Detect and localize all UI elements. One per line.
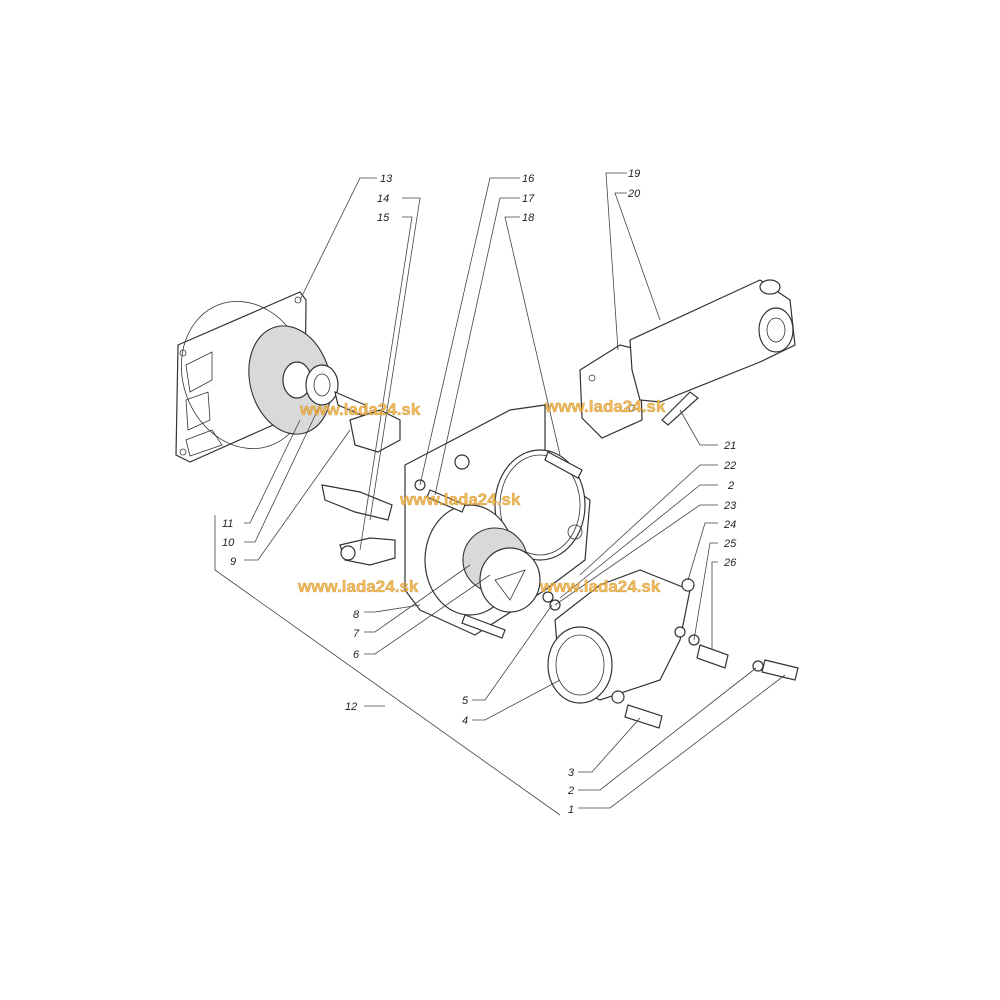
callout-15: 15 [377,212,390,224]
watermark: www.lada24.sk [539,577,661,596]
callout-10: 10 [222,537,235,549]
leader-lines [214,172,786,816]
callout-20: 20 [627,188,641,200]
callout-16: 16 [522,173,535,185]
callout-14: 14 [377,193,389,205]
callout-18: 18 [522,212,535,224]
watermark: www.lada24.sk [544,397,666,416]
watermark: www.lada24.sk [299,400,421,419]
callout-7: 7 [353,628,360,640]
callout-8: 8 [353,609,360,621]
callout-4: 4 [462,715,468,727]
callout-24: 24 [723,519,736,531]
callout-3: 3 [568,767,575,779]
callout-23: 23 [723,500,737,512]
sensor-parts-14-15 [321,484,396,566]
callout-12: 12 [345,701,357,713]
callout-2-upper: 2 [727,480,734,492]
impeller-parts-9-11 [248,325,401,453]
cover-parts-1-5-22-26 [542,569,799,729]
pipe-parts-19-20 [579,279,796,439]
callout-1: 1 [568,804,574,816]
callout-9: 9 [230,556,236,568]
callout-21: 21 [723,440,736,452]
callout-22: 22 [723,460,736,472]
callout-11: 11 [222,518,233,530]
watermark: www.lada24.sk [399,490,521,509]
callout-2-lower: 2 [567,785,574,797]
callout-25: 25 [723,538,737,550]
watermark: www.lada24.sk [297,577,419,596]
callout-19: 19 [628,168,640,180]
callout-13: 13 [380,173,393,185]
thermostat-housing-part-12 [404,404,591,639]
callout-26: 26 [723,557,737,569]
callout-17: 17 [522,193,535,205]
callout-5: 5 [462,695,469,707]
callout-6: 6 [353,649,360,661]
